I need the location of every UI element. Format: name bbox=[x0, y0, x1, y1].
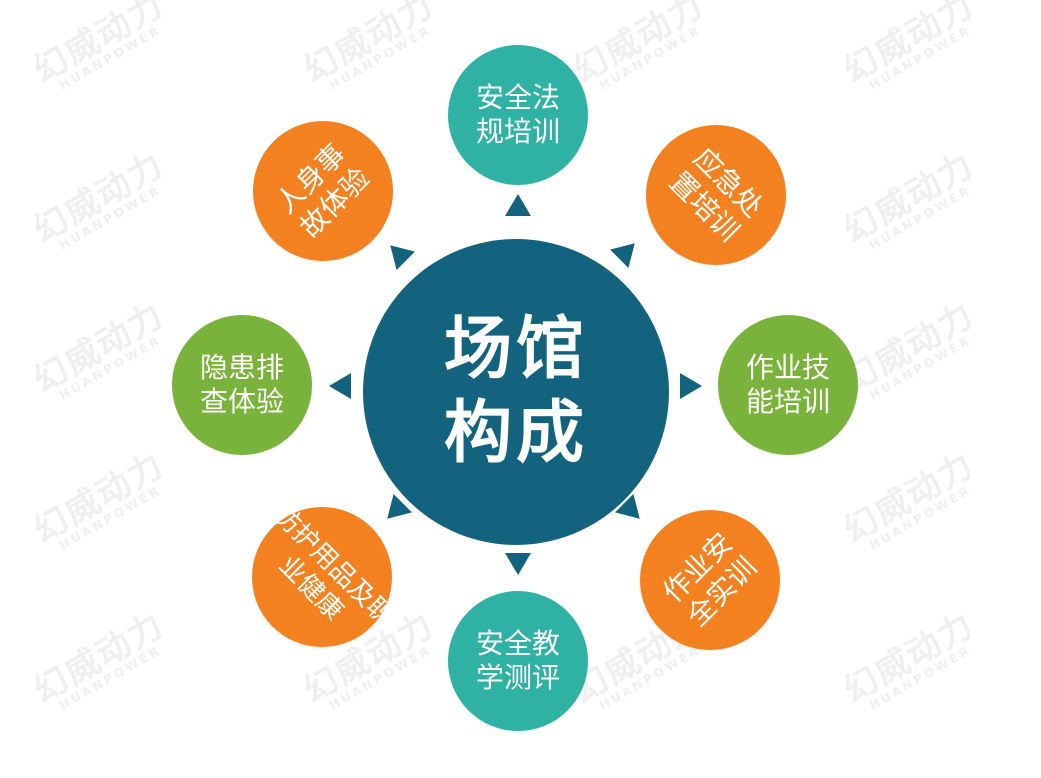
node-safety-law-training: 安全法 规培训 bbox=[448, 45, 588, 185]
node-label: 查体验 bbox=[199, 385, 284, 418]
arrow-down-icon bbox=[505, 553, 531, 575]
arrow-up-right-icon bbox=[610, 234, 644, 268]
node-label: 安全教 bbox=[475, 627, 560, 660]
center-hub: 场馆 构成 bbox=[363, 239, 669, 545]
node-label: 隐患排 bbox=[199, 351, 284, 384]
node-label: 学测评 bbox=[475, 661, 560, 694]
node-skills-training: 作业技 能培训 bbox=[718, 315, 858, 455]
node-label: 安全法 bbox=[475, 81, 560, 114]
center-title-line2: 构成 bbox=[443, 394, 588, 473]
node-personal-accident-experience: 人身事 故体验 bbox=[253, 121, 393, 261]
node-label: 能培训 bbox=[745, 385, 830, 418]
node-safety-teaching-assessment: 安全教 学测评 bbox=[448, 591, 588, 731]
arrow-up-icon bbox=[505, 194, 531, 216]
node-protective-equipment-health: 防护用品及职 业健康 bbox=[252, 500, 399, 647]
node-operation-safety-practice: 作业安 全实训 bbox=[640, 510, 780, 650]
node-label: 规培训 bbox=[475, 115, 560, 148]
center-title-line1: 场馆 bbox=[443, 310, 588, 389]
arrow-right-icon bbox=[680, 373, 702, 399]
arrow-up-left-icon bbox=[381, 236, 415, 270]
node-label: 作业技 bbox=[745, 351, 830, 384]
node-hazard-inspection-experience: 隐患排 查体验 bbox=[172, 315, 312, 455]
arrow-left-icon bbox=[329, 373, 351, 399]
node-emergency-training: 应急处 置培训 bbox=[646, 125, 786, 265]
